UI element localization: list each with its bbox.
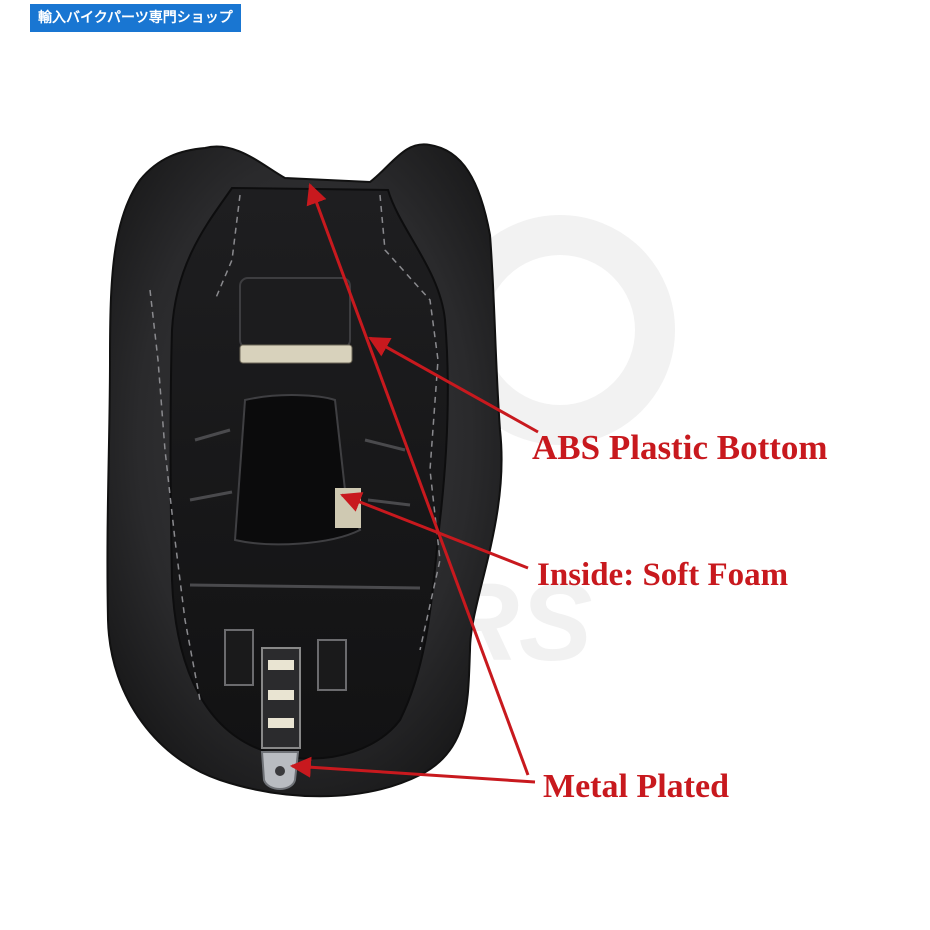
foam-window bbox=[233, 394, 362, 546]
arrow-abs-bottom bbox=[368, 336, 539, 434]
lower-bracket bbox=[224, 629, 347, 749]
foam-strip bbox=[335, 488, 361, 528]
label-abs-plastic-bottom: ABS Plastic Bottom bbox=[532, 428, 828, 467]
strap bbox=[239, 344, 353, 364]
arrow-foam bbox=[340, 492, 529, 570]
shop-tag: 輸入バイクパーツ専門ショップ bbox=[30, 4, 241, 32]
label-metal-plated: Metal Plated bbox=[543, 768, 729, 805]
upper-panel bbox=[239, 277, 351, 349]
metal-tab-hole bbox=[275, 766, 285, 776]
arrow-metal-top bbox=[306, 183, 530, 776]
annotation-arrows bbox=[289, 183, 539, 784]
label-inside-soft-foam: Inside: Soft Foam bbox=[537, 557, 789, 593]
seam-line bbox=[149, 289, 201, 701]
seam-line bbox=[214, 194, 441, 651]
ribs bbox=[189, 428, 421, 590]
arrow-metal-tab bbox=[289, 756, 536, 784]
